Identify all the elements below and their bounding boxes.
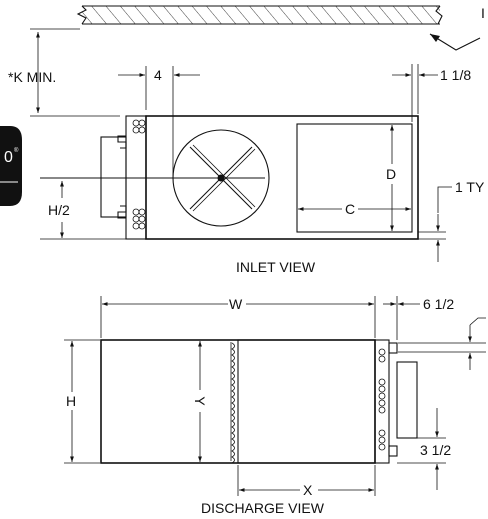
dim-y: Y xyxy=(192,341,208,462)
dim-1-1-8-label: 1 1/8 xyxy=(440,67,471,83)
svg-text:0: 0 xyxy=(4,149,13,166)
dim-1-ty-label: 1 TY xyxy=(455,179,485,195)
k-min-label: *K MIN. xyxy=(8,69,56,85)
dim-1-1-8: 1 1/8 xyxy=(392,64,471,122)
dim-3-1-2: 3 1/2 xyxy=(397,408,451,490)
coil-scallop-left xyxy=(230,342,235,464)
dim-w: W xyxy=(100,296,376,338)
dim-small-offset xyxy=(398,317,486,370)
svg-text:®: ® xyxy=(14,147,19,154)
dim-x: X xyxy=(237,465,376,498)
dim-c: C xyxy=(298,201,411,217)
coil-top xyxy=(132,119,146,134)
dim-4-label: 4 xyxy=(154,67,162,83)
k-min-dimension: *K MIN. xyxy=(8,28,120,117)
dim-6-1-2: 6 1/2 xyxy=(383,296,454,340)
edge-letter: I xyxy=(481,5,485,21)
ceiling-structure xyxy=(76,5,443,25)
dim-4: 4 xyxy=(118,66,200,178)
fan-blade-icon xyxy=(40,129,270,227)
dim-c-label: C xyxy=(345,201,355,217)
dim-h-label: H xyxy=(66,393,76,409)
dim-w-label: W xyxy=(229,296,243,312)
dim-h: H xyxy=(64,339,100,464)
dim-y-label: Y xyxy=(192,396,208,406)
dim-1-ty: 1 TY xyxy=(418,179,485,262)
dim-x-label: X xyxy=(303,482,313,498)
dim-6-1-2-label: 6 1/2 xyxy=(423,296,454,312)
coil-bottom xyxy=(132,208,146,230)
logo-badge-icon: 0 ® xyxy=(0,126,22,206)
dim-d: D xyxy=(386,125,396,231)
inlet-view: 4 1 1/8 D C 1 TY xyxy=(40,64,485,275)
discharge-view-title: DISCHARGE VIEW xyxy=(201,500,325,516)
dim-d-label: D xyxy=(386,166,396,182)
edge-leader: I xyxy=(429,5,485,51)
dim-3-1-2-label: 3 1/2 xyxy=(420,442,451,458)
dim-h-half: H/2 xyxy=(40,181,146,240)
inlet-view-title: INLET VIEW xyxy=(236,259,316,275)
coil-header-right xyxy=(374,339,390,464)
discharge-view: W 6 1/2 H Y xyxy=(64,296,486,516)
dim-h-half-label: H/2 xyxy=(48,202,70,218)
